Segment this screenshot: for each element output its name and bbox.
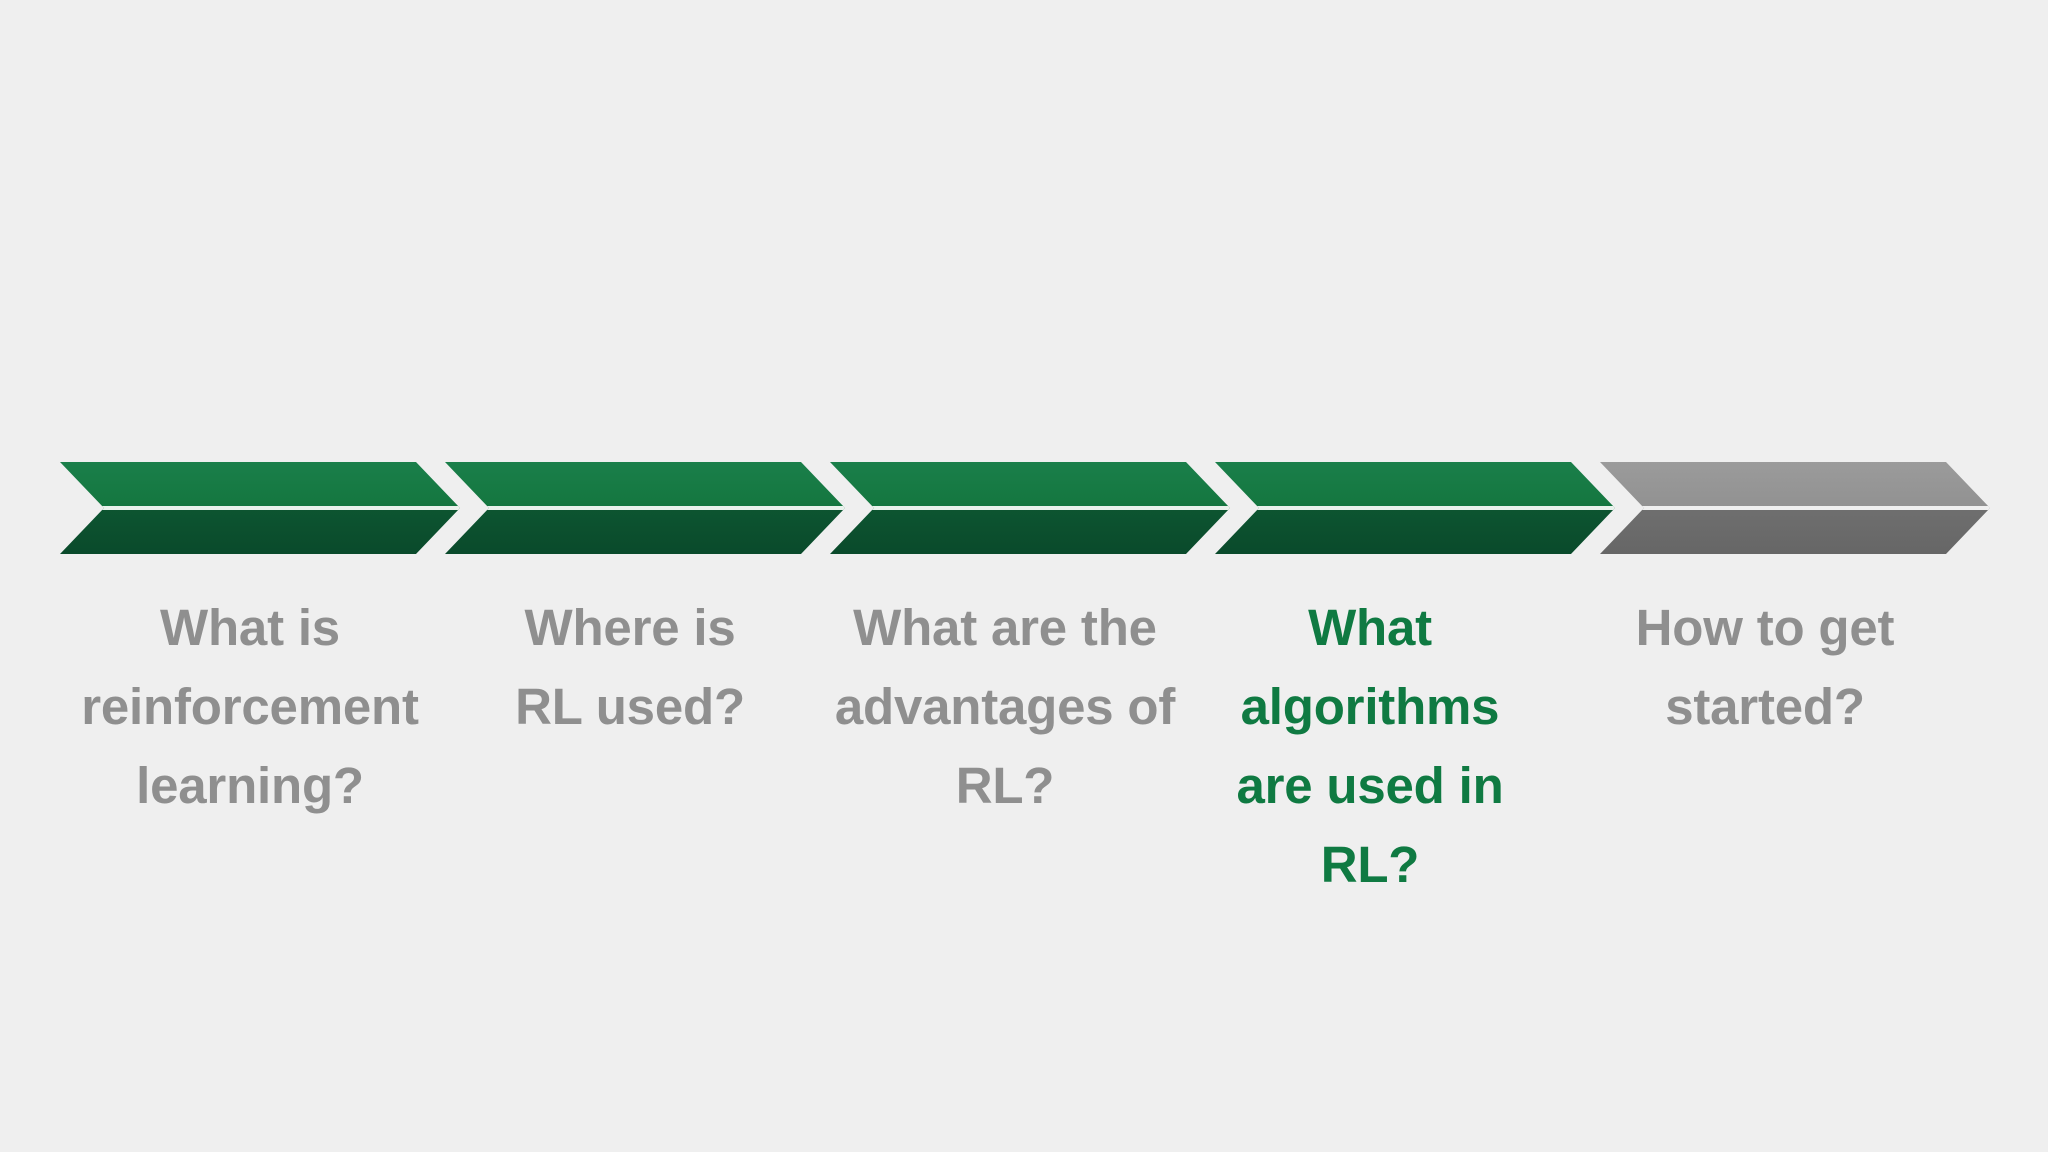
chevron-divider-line <box>1215 506 1615 510</box>
chevron-step-5[interactable] <box>1600 462 1990 554</box>
chevron-bottom-face <box>830 508 1230 554</box>
process-step-labels: What is reinforcement learning? Where is… <box>60 588 1990 893</box>
step-label-what-is-reinforcement-learning: What is reinforcement learning? <box>81 599 419 814</box>
chevron-step-4[interactable] <box>1215 462 1615 554</box>
chevron-shape <box>1215 462 1615 554</box>
step-label-what-are-the-advantages-of-rl: What are the advantages of RL? <box>834 599 1176 814</box>
chevron-bottom-face <box>1600 508 1990 554</box>
chevron-bottom-face <box>1215 508 1615 554</box>
process-chevron-bar <box>60 462 1990 554</box>
chevron-divider-line <box>830 506 1230 510</box>
chevron-shape <box>1600 462 1990 554</box>
chevron-bottom-face <box>60 508 460 554</box>
chevron-divider-line <box>1600 506 1990 510</box>
chevron-shape <box>60 462 460 554</box>
step-label-what-algorithms-are-used-in-rl: What algorithms are used in RL? <box>1236 599 1504 893</box>
chevron-step-3[interactable] <box>830 462 1230 554</box>
step-label-where-is-rl-used: Where is RL used? <box>515 599 745 735</box>
chevron-shape <box>830 462 1230 554</box>
chevron-bottom-face <box>445 508 845 554</box>
chevron-divider-line <box>445 506 845 510</box>
chevron-top-face <box>1600 462 1990 508</box>
chevron-divider-line <box>60 506 460 510</box>
step-label-how-to-get-started: How to get started? <box>1635 599 1895 735</box>
chevron-step-1[interactable] <box>60 462 460 554</box>
chevron-top-face <box>830 462 1230 508</box>
chevron-top-face <box>1215 462 1615 508</box>
chevron-top-face <box>445 462 845 508</box>
chevron-top-face <box>60 462 460 508</box>
chevron-shape <box>445 462 845 554</box>
chevron-step-2[interactable] <box>445 462 845 554</box>
